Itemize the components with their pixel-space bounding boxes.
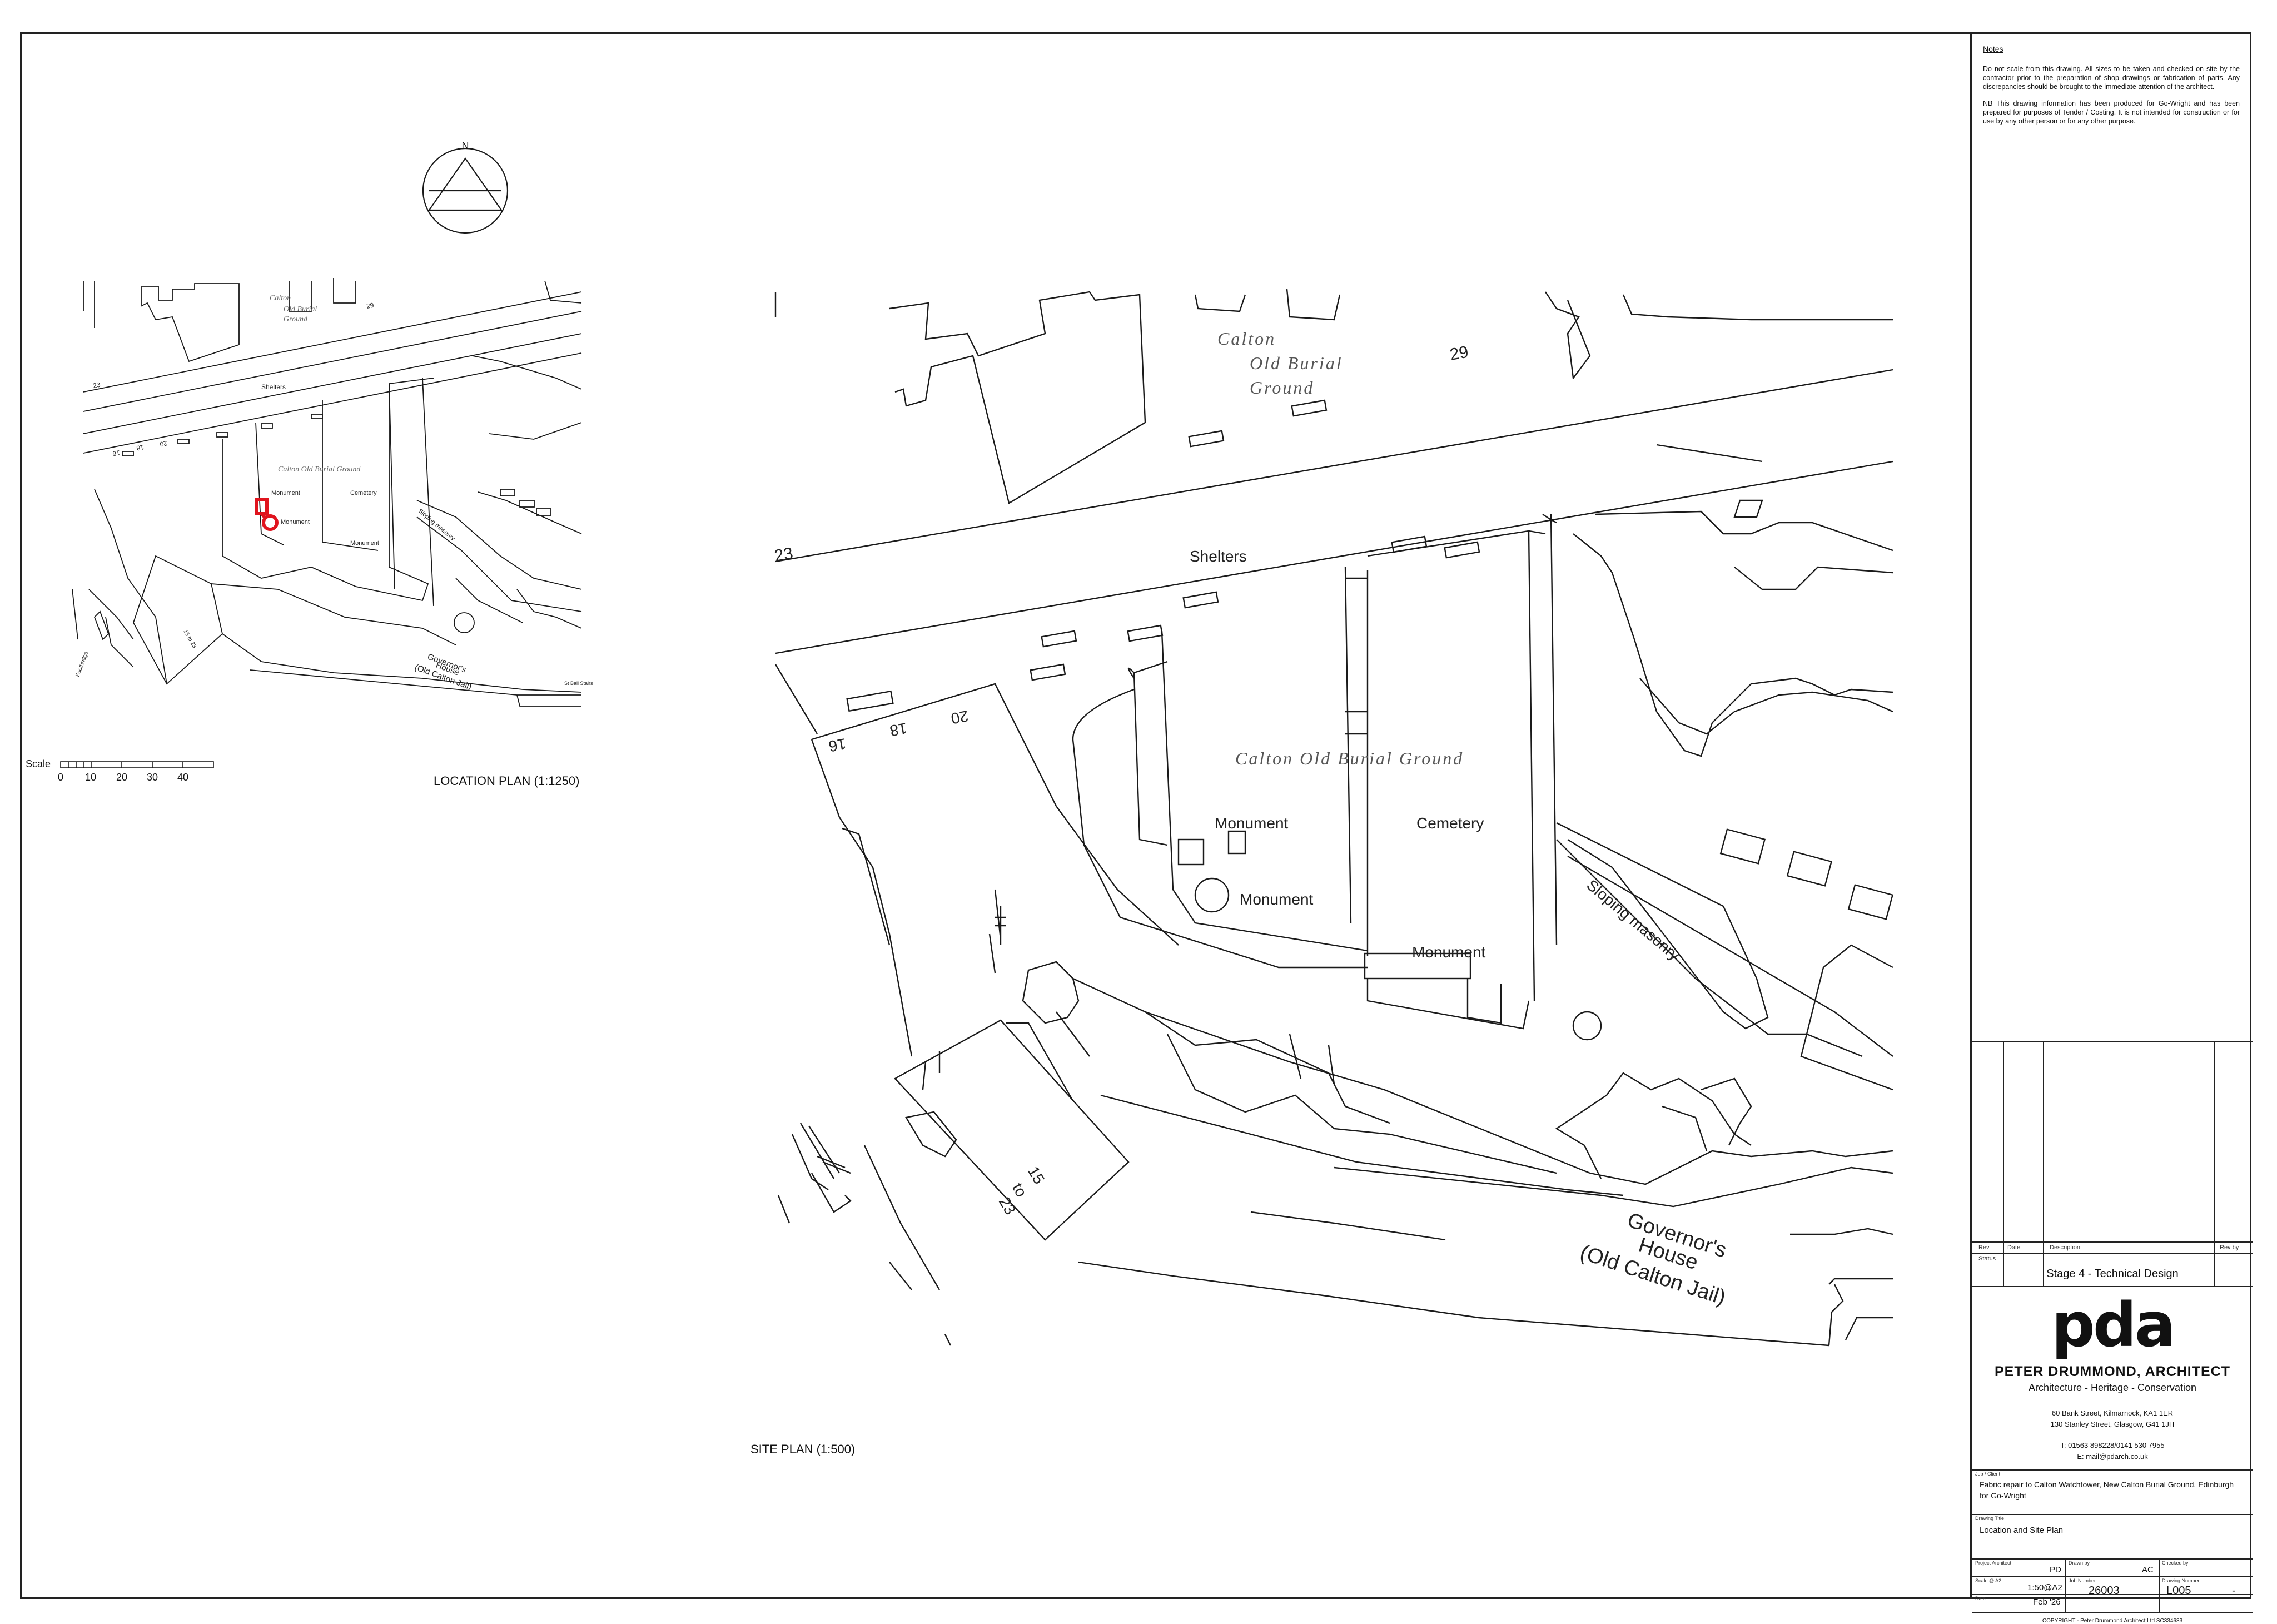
site-plan-title: SITE PLAN (1:500)	[750, 1442, 856, 1456]
loc-label-calton-3: Ground	[284, 315, 308, 324]
firm-tagline: Architecture - Heritage - Conservation	[2028, 1382, 2197, 1393]
loc-label-calton-1: Calton	[270, 294, 291, 302]
drawing-title-label: Drawing Title	[1975, 1516, 2005, 1521]
loc-label-monument-2: Monument	[281, 519, 310, 525]
site-plan-linework	[774, 289, 1893, 1347]
firm-address-1: 60 Bank Street, Kilmarnock, KA1 1ER	[2051, 1409, 2174, 1417]
north-label: N	[462, 140, 469, 151]
firm-name: PETER DRUMMOND, ARCHITECT	[1994, 1364, 2231, 1379]
sheet-border	[20, 32, 2251, 1599]
job-line-1: Fabric repair to Calton Watchtower, New …	[1980, 1480, 2234, 1489]
scale-tick-20: 20	[116, 772, 128, 783]
site-label-calton-1: Calton	[1217, 329, 1276, 349]
description-header: Description	[2050, 1244, 2081, 1251]
job-number-label: Job Number	[2069, 1578, 2096, 1583]
north-arrow-icon	[422, 147, 509, 234]
notes-heading: Notes	[1983, 44, 2003, 53]
scale-tick-40: 40	[177, 772, 189, 783]
firm-phone: T: 01563 898228/0141 530 7955	[2060, 1441, 2165, 1449]
scale-tick-10: 10	[85, 772, 97, 783]
loc-label-monument-3: Monument	[350, 540, 379, 547]
loc-label-23: 23	[92, 381, 101, 390]
loc-label-shelters: Shelters	[261, 383, 286, 391]
scale-tick-30: 30	[147, 772, 158, 783]
status-value: Stage 4 - Technical Design	[2046, 1268, 2179, 1280]
drawing-title-value: Location and Site Plan	[1980, 1526, 2064, 1535]
pda-logo: pda	[2051, 1289, 2176, 1360]
title-block: Notes Do not scale from this drawing. Al…	[1970, 32, 2253, 1624]
loc-label-monument-1: Monument	[271, 490, 300, 496]
site-label-shelters: Shelters	[1190, 548, 1247, 565]
loc-label-29: 29	[366, 301, 375, 310]
scale-label: Scale	[26, 758, 51, 769]
notes-paragraph-1: Do not scale from this drawing. All size…	[1983, 65, 2240, 91]
notes-text: Do not scale from this drawing. All size…	[1983, 64, 2240, 133]
date-value: Feb '26	[2033, 1597, 2061, 1607]
site-label-23: 23	[773, 544, 794, 565]
drawing-number-label: Drawing Number	[2162, 1578, 2200, 1583]
firm-address-2: 130 Stanley Street, Glasgow, G41 1JH	[2050, 1420, 2175, 1428]
site-label-burial: Calton Old Burial Ground	[1235, 748, 1464, 768]
loc-label-st-stairs: St Ball Stairs	[564, 681, 593, 686]
site-label-monument-1: Monument	[1215, 815, 1289, 832]
rev-header: Rev	[1978, 1244, 1990, 1251]
scale-a2-value: 1:50@A2	[2027, 1583, 2062, 1592]
loc-label-18: 18	[136, 443, 145, 452]
project-architect-value: PD	[2050, 1565, 2061, 1575]
loc-label-16: 16	[112, 449, 121, 458]
drawing-number-value: L005	[2166, 1585, 2191, 1597]
location-plan-title: LOCATION PLAN (1:1250)	[434, 774, 580, 788]
loc-label-cemetery: Cemetery	[350, 490, 377, 496]
rev-by-header: Rev by	[2220, 1244, 2239, 1251]
site-label-20: 20	[949, 707, 970, 727]
scale-a2-label: Scale @ A2	[1975, 1578, 2002, 1583]
drawn-by-value: AC	[2142, 1565, 2154, 1575]
site-label-29: 29	[1448, 343, 1470, 364]
site-label-16: 16	[827, 735, 847, 755]
job-line-2: for Go-Wright	[1980, 1491, 2026, 1500]
site-label-monument-2: Monument	[1240, 891, 1314, 908]
checked-by-label: Checked by	[2162, 1560, 2189, 1566]
loc-label-calton-2: Old Burial	[284, 305, 317, 314]
notes-paragraph-2: NB This drawing information has been pro…	[1983, 100, 2240, 125]
site-highlight-icon	[255, 498, 279, 531]
site-label-calton-2: Old Burial	[1250, 353, 1343, 373]
drawn-by-label: Drawn by	[2069, 1560, 2090, 1566]
loc-label-burial: Calton Old Burial Ground	[278, 465, 361, 474]
site-label-cemetery: Cemetery	[1416, 815, 1484, 832]
scale-tick-0: 0	[58, 772, 64, 783]
revision-value: -	[2232, 1585, 2236, 1597]
date-header: Date	[2007, 1244, 2021, 1251]
project-architect-label: Project Architect	[1975, 1560, 2012, 1566]
job-number-value: 26003	[2089, 1585, 2120, 1597]
copyright-text: COPYRIGHT - Peter Drummond Architect Ltd…	[2042, 1618, 2183, 1624]
site-label-18: 18	[888, 719, 908, 739]
status-label: Status	[1978, 1255, 1996, 1262]
site-label-monument-3: Monument	[1412, 943, 1486, 961]
site-label-calton-3: Ground	[1250, 378, 1314, 398]
date-label: Date	[1975, 1596, 1986, 1601]
job-label: Job / Client	[1975, 1471, 2001, 1477]
scale-bar-icon	[60, 761, 214, 768]
location-plan-linework	[72, 278, 582, 707]
loc-label-20: 20	[159, 439, 168, 448]
firm-email: E: mail@pdarch.co.uk	[2077, 1452, 2148, 1461]
